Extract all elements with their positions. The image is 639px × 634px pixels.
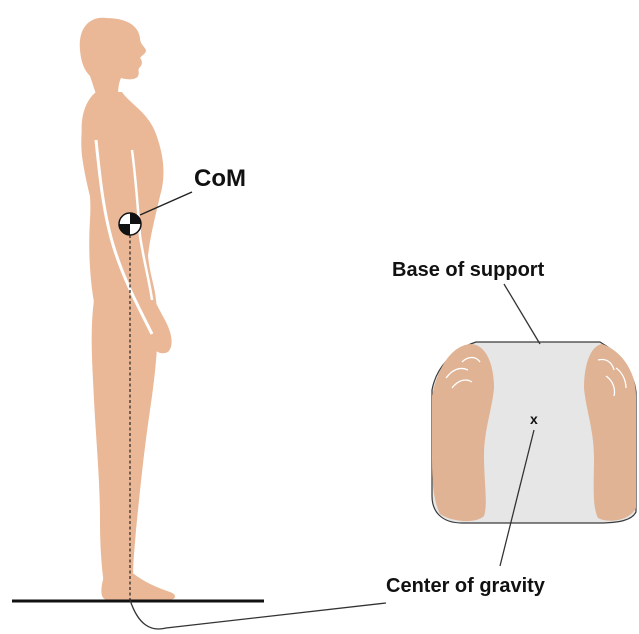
left-foot bbox=[432, 344, 494, 521]
head bbox=[80, 18, 146, 96]
com-symbol bbox=[119, 213, 141, 235]
cog-marker: x bbox=[530, 411, 538, 427]
base-of-support-leader bbox=[504, 284, 540, 344]
com-label: CoM bbox=[194, 165, 246, 192]
legs bbox=[92, 300, 158, 584]
center-of-gravity-label: Center of gravity bbox=[386, 575, 546, 597]
projection-curve bbox=[130, 600, 386, 629]
base-of-support-label: Base of support bbox=[392, 259, 545, 281]
human-figure bbox=[80, 18, 175, 600]
foot bbox=[101, 574, 175, 600]
